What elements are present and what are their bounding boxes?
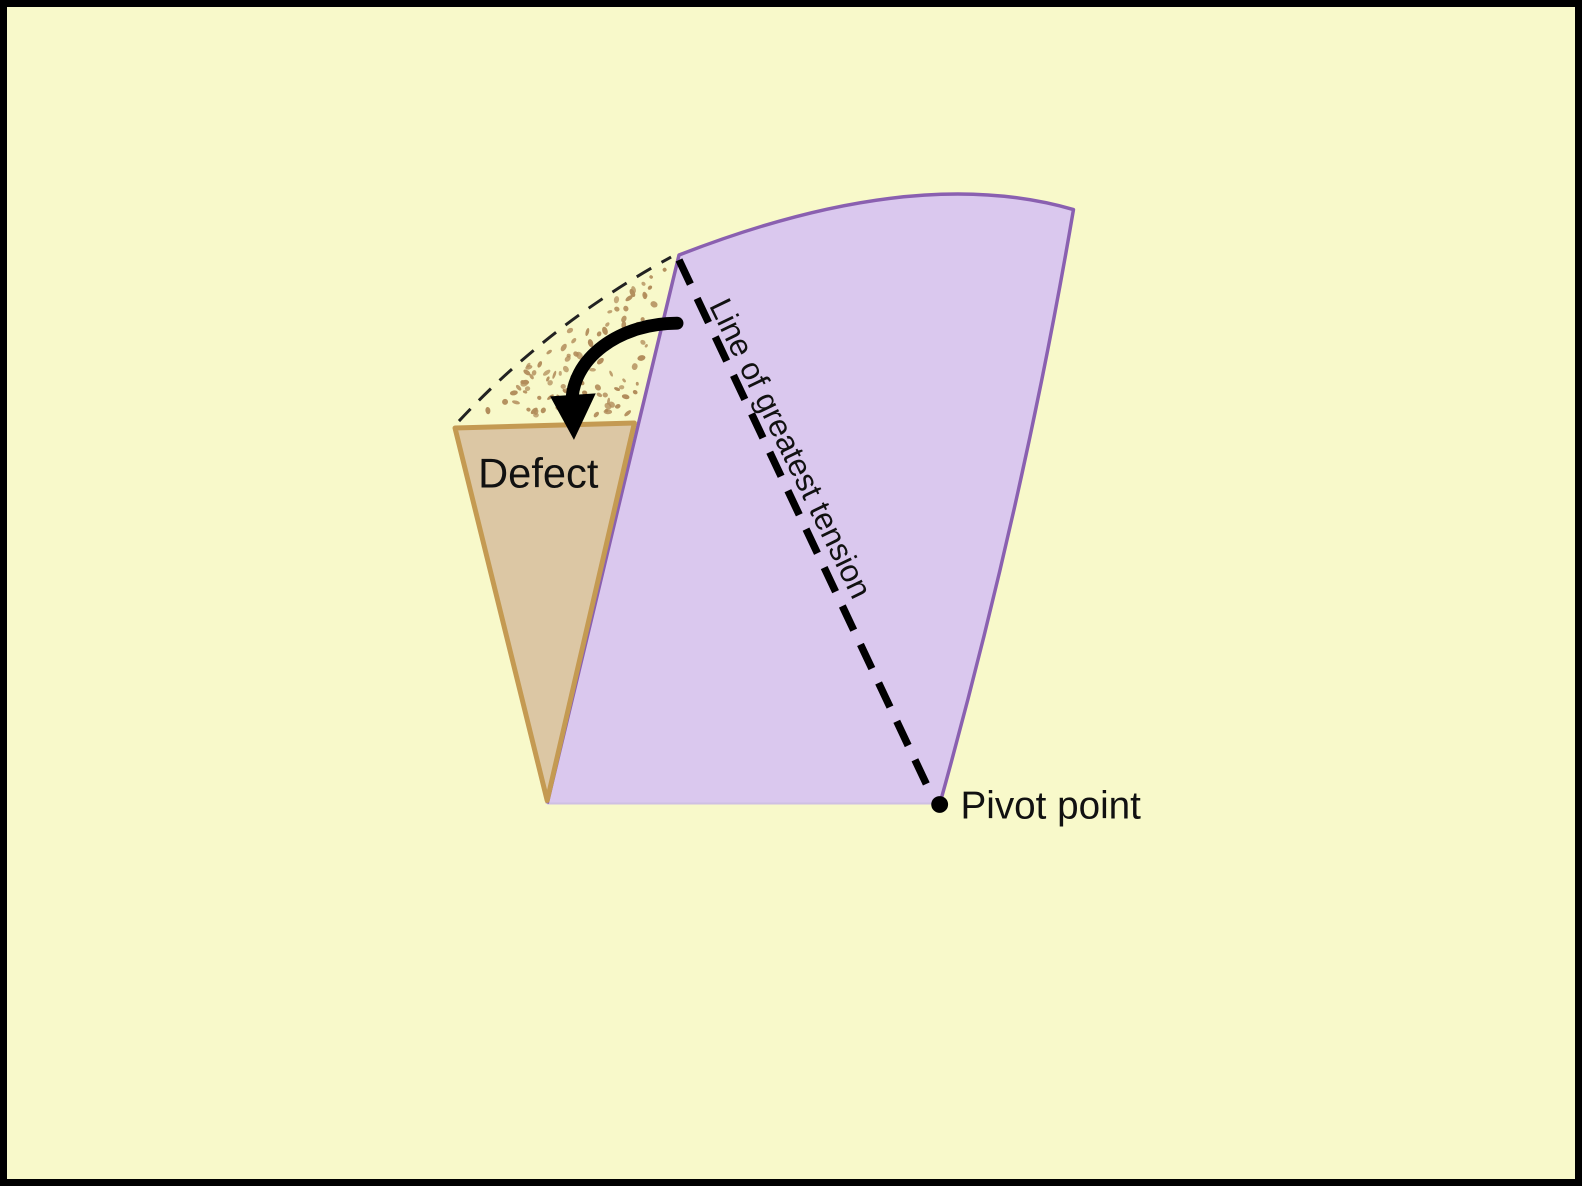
stipple-dot [573,351,579,357]
stipple-dot [596,331,602,337]
stipple-dot [593,411,600,418]
stipple-dot [614,404,621,409]
rotation-arrow-icon [550,316,684,440]
stipple-dot [533,412,539,418]
stipple-dot [537,395,542,400]
pivot-point-dot [931,796,949,813]
stipple-dot [562,388,567,394]
stipple-dot [524,386,531,392]
stipple-dot [618,385,625,390]
stipple-dot [587,339,594,348]
defect-label: Defect [478,449,599,496]
stipple-dot [560,383,566,389]
stipple-dot [605,322,610,327]
stipple-dot [552,370,557,379]
stipple-dot [631,363,638,371]
stipple-dot [640,339,646,345]
stipple-dot [530,407,538,415]
stipple-dot [632,389,638,395]
stipple-dot [582,390,588,396]
stipple-dot [644,344,648,348]
stipple-dot [531,370,537,376]
tension-line [675,258,937,800]
stipple-dot [566,353,571,358]
flap-shape [547,193,1074,805]
stipple-dot [546,376,550,382]
stipple-dot [621,315,627,323]
stipple-dot [571,338,577,344]
stipple-dot [614,387,621,391]
stipple-dot [623,305,629,312]
defect-shape [452,420,637,803]
stipple-dot [509,390,518,396]
stipple-dot [529,374,534,380]
stipple-dot [523,369,531,376]
stipple-dot [604,402,612,410]
rotation-flap-diagram: Defect Line of greatest tension Pivot po… [7,7,1575,1179]
stipple-dot [602,392,608,398]
stipple-dot [650,301,658,308]
stipple-dot [596,392,603,398]
stipple-dot [594,384,601,391]
stipple-texture [485,267,667,418]
stipple-dot [625,295,633,302]
stipple-dot [512,400,520,405]
stipple-dot [547,380,553,386]
stipple-dot [631,286,636,294]
stipple-dot [562,365,569,373]
stipple-dot [522,390,528,394]
rotation-arrow-shaft [565,316,684,409]
stipple-dot [560,343,567,352]
rotation-arrow-head [550,393,596,440]
stipple-dot [648,285,652,290]
stipple-dot [637,355,646,361]
donor-site-dashed-outline [457,255,672,423]
stipple-dot [643,293,648,298]
stipple-dot [589,367,596,372]
stipple-dot [609,370,613,377]
stipple-dot [542,369,551,376]
stipple-dot [607,310,613,314]
stipple-dot [635,381,639,386]
stipple-dot [526,362,531,368]
stipple-dot [640,317,645,322]
stipple-dot [641,281,646,286]
flap-outline [545,192,1076,805]
stipple-dot [540,407,546,414]
stipple-dot [566,327,574,334]
stipple-dot [546,349,552,355]
stipple-dot [521,379,530,385]
stipple-dot [537,361,543,368]
pivot-label: Pivot point [960,784,1141,827]
stipple-dot [602,326,608,335]
stipple-dot [662,267,667,272]
stipple-dot [596,357,604,365]
stipple-dot [604,408,609,413]
stipple-dot [621,394,630,400]
stipple-dot [558,371,562,376]
stipple-dot [613,296,620,304]
stipple-dot [614,306,620,312]
stipple-dot [485,406,491,415]
stipple-dot [622,378,626,383]
stipple-dot [649,275,653,279]
stipple-dot [585,327,590,337]
stipple-dot [624,410,632,417]
stipple-dot [526,407,531,412]
stipple-dot [547,394,554,400]
stipple-dot [515,384,522,391]
stipple-dot [502,398,509,405]
